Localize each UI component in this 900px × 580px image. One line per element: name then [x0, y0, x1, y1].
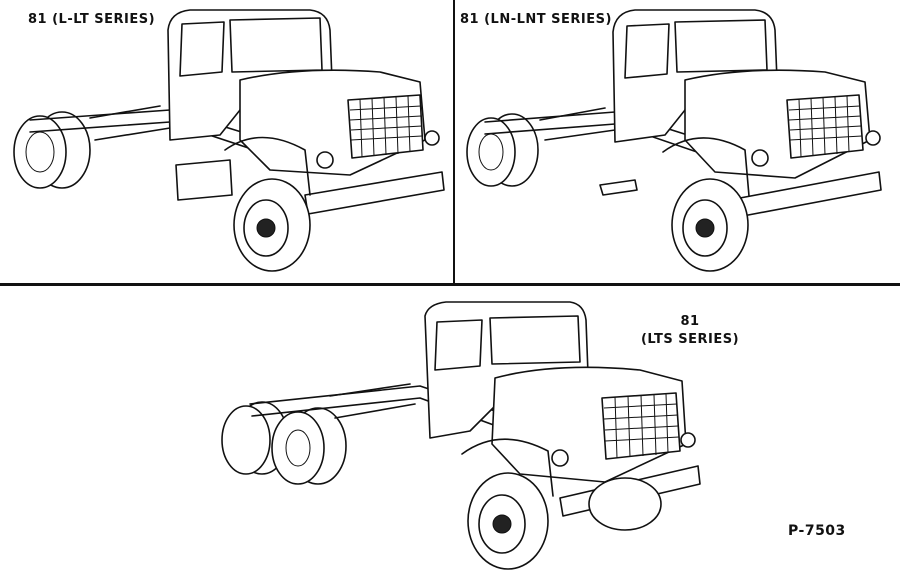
panel-divider-horizontal [0, 283, 900, 286]
panel-caption: 81 (LN-LNT SERIES) [460, 12, 612, 27]
caption-line-2: (LTS SERIES) [640, 332, 740, 347]
figure-number: P-7503 [788, 523, 846, 539]
truck-illustration [13, 9, 445, 272]
panel-l-lt-series: 81 (L-LT SERIES) [0, 0, 453, 283]
panel-lts-series: 81 (LTS SERIES) P-7503 [0, 286, 900, 580]
truck-illustration [221, 301, 701, 570]
panel-caption: 81 (LTS SERIES) [640, 313, 740, 349]
caption-line-1: 81 [680, 314, 700, 329]
panel-caption: 81 (L-LT SERIES) [28, 12, 156, 27]
panel-divider-vertical [453, 0, 455, 284]
truck-illustration [466, 9, 882, 272]
panel-ln-lnt-series: 81 (LN-LNT SERIES) [455, 0, 900, 283]
